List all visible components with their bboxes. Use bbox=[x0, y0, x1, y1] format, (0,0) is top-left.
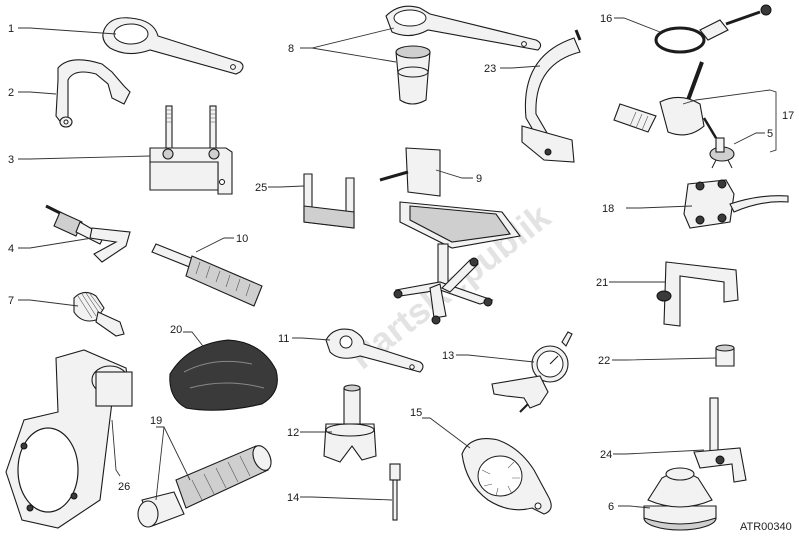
tool-25-u-bracket[interactable] bbox=[303, 173, 355, 229]
callout-15: 15 bbox=[410, 407, 422, 419]
tool-10-drift-punch[interactable] bbox=[151, 243, 263, 307]
tool-12-crank-holder[interactable] bbox=[323, 384, 377, 463]
callout-6: 6 bbox=[608, 501, 614, 513]
tool-5-small-puller[interactable] bbox=[709, 137, 735, 169]
tool-1-ring-wrench[interactable] bbox=[102, 17, 244, 75]
tool-3-bracket-rods[interactable] bbox=[149, 105, 233, 195]
tool-26-flywheel-holder[interactable] bbox=[5, 349, 133, 529]
tool-20-protective-cover[interactable] bbox=[169, 339, 278, 411]
callout-5: 5 bbox=[767, 128, 773, 140]
callout-18: 18 bbox=[602, 203, 614, 215]
callout-9: 9 bbox=[476, 173, 482, 185]
tool-19-sleeve-and-socket[interactable] bbox=[137, 443, 275, 528]
tool-22-adapter-nut[interactable] bbox=[715, 344, 735, 367]
callout-22: 22 bbox=[598, 355, 610, 367]
tool-16-strap-wrench[interactable] bbox=[654, 4, 772, 54]
tool-4-t-handle-puller[interactable] bbox=[45, 204, 131, 263]
callout-4: 4 bbox=[8, 243, 14, 255]
callout-17: 17 bbox=[782, 110, 794, 122]
callout-3: 3 bbox=[8, 154, 14, 166]
tool-18-crossbar-puller[interactable] bbox=[683, 179, 789, 229]
callout-24: 24 bbox=[600, 449, 612, 461]
callout-labels: 1 2 3 4 5 6 7 8 9 10 11 12 13 14 15 16 1… bbox=[8, 13, 794, 513]
callout-26: 26 bbox=[118, 481, 130, 493]
callout-2: 2 bbox=[8, 87, 14, 99]
tool-14-locating-pin[interactable] bbox=[389, 463, 401, 521]
callout-10: 10 bbox=[236, 233, 248, 245]
callout-12: 12 bbox=[287, 427, 299, 439]
drawing-code: ATR00340 bbox=[740, 521, 792, 533]
tool-2-hook-spanner[interactable] bbox=[55, 59, 131, 128]
tool-13-dial-gauge[interactable] bbox=[491, 331, 573, 413]
tool-11-pin-wrench[interactable] bbox=[325, 328, 424, 373]
callout-23: 23 bbox=[484, 63, 496, 75]
tool-23-curved-arm[interactable] bbox=[521, 29, 582, 163]
callout-11: 11 bbox=[278, 333, 289, 345]
callout-14: 14 bbox=[287, 492, 299, 504]
callout-25: 25 bbox=[255, 182, 267, 194]
callout-20: 20 bbox=[170, 324, 182, 336]
tool-7-threaded-insert[interactable] bbox=[73, 291, 125, 337]
callout-13: 13 bbox=[442, 350, 454, 362]
tool-21-angle-bracket[interactable] bbox=[656, 261, 739, 327]
callout-8: 8 bbox=[288, 43, 294, 55]
callout-1: 1 bbox=[8, 23, 14, 35]
callout-19: 19 bbox=[150, 415, 162, 427]
tool-6-support-base[interactable] bbox=[643, 467, 717, 531]
tool-9-engine-stand[interactable] bbox=[379, 147, 521, 325]
tool-17-bearing-puller[interactable] bbox=[613, 61, 718, 139]
callout-7: 7 bbox=[8, 295, 14, 307]
callout-16: 16 bbox=[600, 13, 612, 25]
tool-8-socket-and-holder[interactable] bbox=[385, 5, 542, 105]
callout-21: 21 bbox=[596, 277, 608, 289]
tool-24-gauge-stand[interactable] bbox=[693, 397, 747, 483]
tool-15-ring-spanner[interactable] bbox=[461, 438, 552, 515]
leader-lines bbox=[18, 17, 777, 509]
